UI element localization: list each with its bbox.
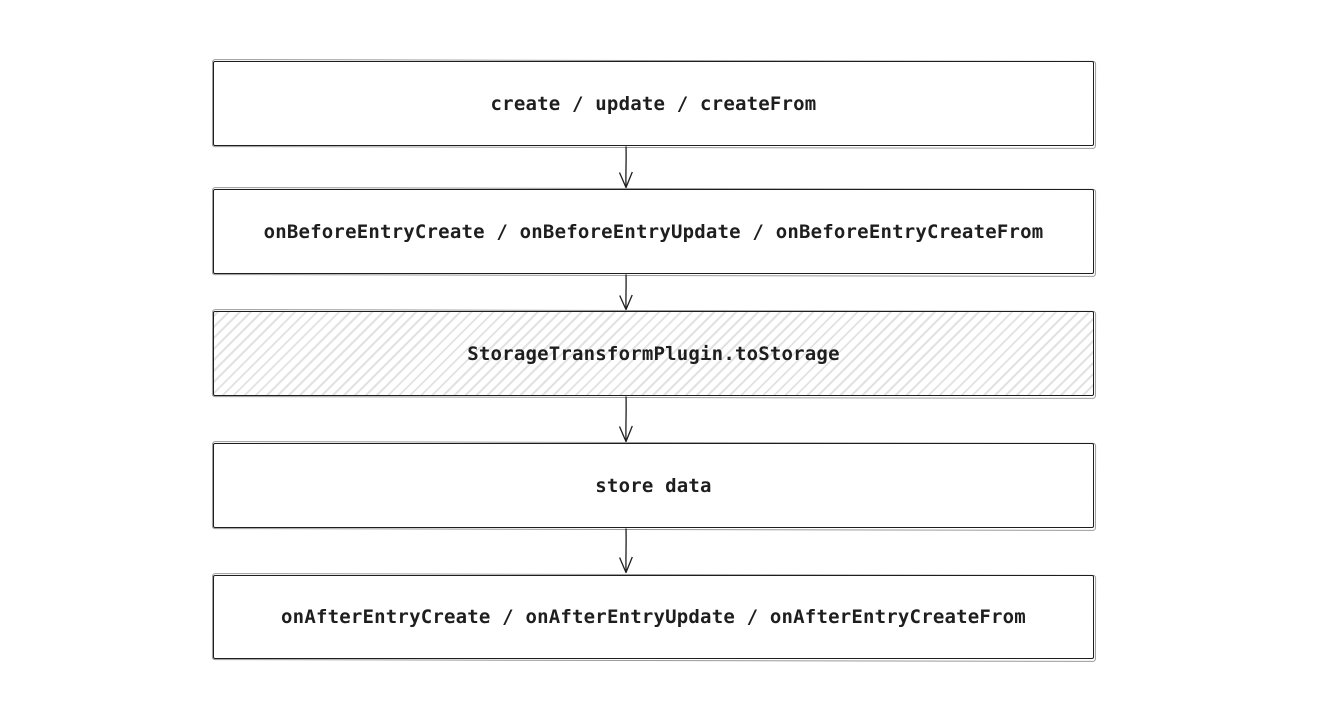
flow-arrow-down-icon xyxy=(615,528,637,574)
flow-arrow-down-icon xyxy=(615,396,637,443)
flow-arrow-down-icon xyxy=(615,274,637,311)
flow-node-onbefore-hooks: onBeforeEntryCreate / onBeforeEntryUpdat… xyxy=(213,189,1094,274)
flow-arrow-down-icon xyxy=(615,146,637,189)
flow-node-store-data: store data xyxy=(213,443,1094,528)
flow-node-label: onAfterEntryCreate / onAfterEntryUpdate … xyxy=(281,606,1026,628)
flow-node-onafter-hooks: onAfterEntryCreate / onAfterEntryUpdate … xyxy=(213,575,1094,659)
flow-node-storage-transform-plugin: StorageTransformPlugin.toStorage xyxy=(213,311,1094,396)
flow-node-create-update-createfrom: create / update / createFrom xyxy=(213,61,1094,146)
flow-node-label: store data xyxy=(595,474,712,497)
flow-node-label: create / update / createFrom xyxy=(490,92,817,115)
flow-node-label: onBeforeEntryCreate / onBeforeEntryUpdat… xyxy=(263,220,1044,243)
flow-node-label: StorageTransformPlugin.toStorage xyxy=(467,342,840,365)
